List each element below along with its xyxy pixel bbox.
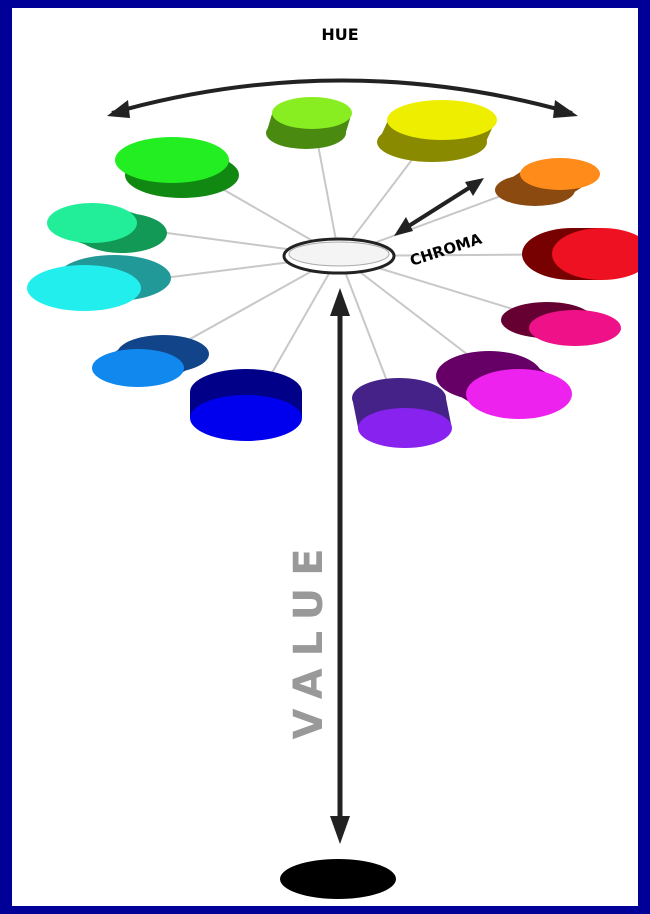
swatch-green (115, 137, 239, 198)
value-label: VALUE (286, 536, 332, 739)
swatch-top-red-purple (529, 310, 621, 346)
chroma-arrow-line (404, 186, 472, 229)
swatch-yellow (377, 100, 497, 162)
swatch-top-yellow (387, 100, 497, 140)
swatch-red (522, 228, 638, 280)
hue-label: HUE (321, 25, 358, 44)
swatch-top-spring-green (47, 203, 137, 243)
swatch-spring-green (47, 203, 167, 253)
swatch-top-yellow-green (272, 97, 352, 129)
swatch-violet (352, 378, 452, 448)
swatch-purple-magenta (436, 351, 572, 419)
central-neutral-ellipse-inner (289, 242, 389, 266)
swatch-top-purple-magenta (466, 369, 572, 419)
swatch-orange (495, 158, 600, 206)
diagram-canvas: HUE CHROMA VALUE (12, 8, 638, 906)
value-arrowhead-top (330, 288, 350, 316)
chroma-label: CHROMA (408, 230, 485, 270)
black-base-ellipse (280, 859, 396, 899)
munsell-color-tree-diagram: HUE CHROMA VALUE (12, 8, 638, 906)
swatch-cyan (27, 255, 171, 311)
value-arrowhead-bottom (330, 816, 350, 844)
swatch-yellow-green (266, 97, 352, 149)
hue-arrowhead-left (107, 100, 130, 118)
swatch-azure (92, 335, 209, 387)
chroma-arrowhead-inner (394, 217, 413, 236)
swatch-blue (190, 369, 302, 441)
swatch-top-cyan (27, 265, 141, 311)
swatch-red-purple (501, 302, 621, 346)
swatch-top-blue (190, 395, 302, 441)
hue-arrowhead-right (553, 100, 578, 118)
swatch-top-orange (520, 158, 600, 190)
swatch-top-azure (92, 349, 184, 387)
swatch-top-violet (358, 408, 452, 448)
swatch-top-green (115, 137, 229, 183)
